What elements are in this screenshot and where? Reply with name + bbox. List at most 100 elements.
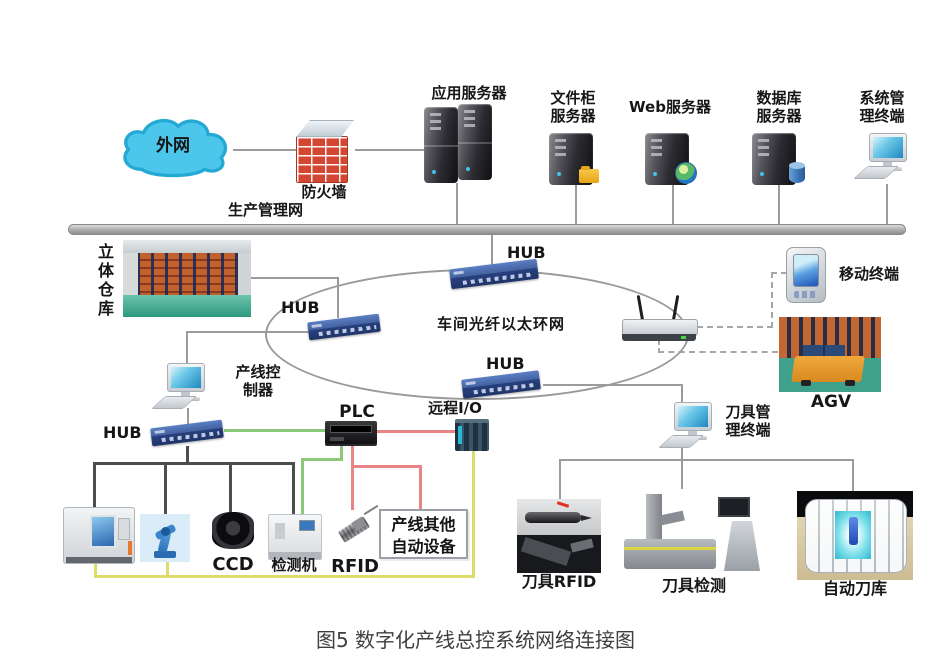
folder-icon <box>579 166 599 183</box>
cable-remoteio-yellow-v <box>472 447 475 578</box>
app-server-label: 应用服务器 <box>431 84 507 102</box>
web-server-icon <box>645 133 697 185</box>
cable-cloud-firewall <box>233 149 299 151</box>
cable-plc-otherbox-red <box>419 465 422 512</box>
system-terminal-label-line1: 系统管 <box>859 89 905 107</box>
tool-detect-label: 刀具检测 <box>661 576 726 595</box>
cable-firewall-appserver <box>355 149 425 151</box>
agv-label: AGV <box>810 392 852 412</box>
cable-bus-hubtop <box>491 233 493 265</box>
warehouse-label: 立体仓库 <box>95 243 114 319</box>
cable-plc-red-v1 <box>351 444 354 468</box>
cable-yellow-cnc <box>94 561 97 575</box>
line-controller-label: 产线控 制器 <box>224 363 292 399</box>
agv-photo <box>779 317 881 392</box>
firewall-icon <box>296 120 354 183</box>
cable-hubbottom-toolterm-v <box>681 384 683 405</box>
cable-dbserver-bus <box>778 184 780 224</box>
production-bus-label: 生产管理网 <box>228 201 304 219</box>
cable-detector-drop <box>292 462 295 517</box>
cable-plc-red-h <box>351 465 422 468</box>
cable-plc-detector-green <box>301 458 304 515</box>
wireless-router-mobile-h <box>697 326 773 328</box>
db-server-label-line2: 服务器 <box>756 106 802 125</box>
hub-bottom-label: HUB <box>486 354 525 373</box>
cable-hubbottom-toolterm-h <box>543 384 682 386</box>
tool-magazine-photo <box>797 491 913 580</box>
rfid-sensor-icon <box>331 505 379 555</box>
cable-ccd-drop <box>229 462 232 515</box>
mobile-terminal-icon <box>786 247 826 303</box>
ccd-camera-icon <box>212 512 254 552</box>
figure-caption: 图5 数字化产线总控系统网络连接图 <box>315 628 636 652</box>
cable-toolterm-branch <box>681 446 683 460</box>
tool-terminal-label-line1: 刀具管 <box>725 403 771 421</box>
cable-yellow-h <box>94 575 475 578</box>
wireless-router-mobile-v <box>771 272 773 328</box>
firewall-label: 防火墙 <box>301 183 347 201</box>
cable-fileserver-bus <box>575 184 577 224</box>
plc-icon <box>325 421 377 444</box>
cable-toolrfid-drop <box>559 459 561 500</box>
app-server-icon <box>424 104 496 184</box>
globe-icon <box>675 162 697 184</box>
cable-hubleft-controller-v <box>186 331 188 367</box>
system-terminal-label: 系统管 理终端 <box>848 89 916 125</box>
robot-arm-photo <box>140 514 190 562</box>
cable-appserver-bus <box>456 183 458 224</box>
cable-tooldetect-drop <box>681 459 683 490</box>
tool-terminal-label-line2: 理终端 <box>725 420 771 439</box>
db-server-label-line1: 数据库 <box>756 89 802 107</box>
external-network-cloud-icon <box>112 112 236 186</box>
production-management-bus <box>68 224 906 235</box>
cable-hub-devices-v <box>186 446 189 463</box>
cable-tool-branch-h <box>560 459 853 461</box>
system-terminal-icon <box>851 133 909 181</box>
cable-hub-plc-green <box>224 429 325 432</box>
other-devices-label-line1: 产线其他 <box>391 515 456 534</box>
wireless-router-agv-h <box>658 351 778 353</box>
cable-cnc-drop <box>93 462 96 512</box>
tool-detect-photo <box>616 489 766 576</box>
ccd-label: CCD <box>212 554 254 575</box>
tool-terminal-label: 刀具管 理终端 <box>715 403 781 439</box>
cable-hubleft-controller-h <box>186 331 308 333</box>
other-devices-box: 产线其他 自动设备 <box>379 509 468 559</box>
cable-plc-green-v1 <box>340 444 343 461</box>
hub-top-label: HUB <box>507 243 546 262</box>
cable-webserver-bus <box>672 184 674 224</box>
file-server-label-line1: 文件柜 <box>550 89 596 107</box>
wireless-mobile-stub <box>771 272 787 274</box>
remote-io-icon <box>455 419 489 451</box>
detector-machine-photo <box>268 514 322 560</box>
hub-bottomleft-label: HUB <box>103 423 142 442</box>
cable-plc-remoteio-red <box>377 430 456 433</box>
file-server-label-line2: 服务器 <box>550 106 596 125</box>
line-controller-label-line1: 产线控 <box>235 363 281 381</box>
other-devices-label-line2: 自动设备 <box>391 536 456 556</box>
cable-plc-rfid-red <box>351 465 354 510</box>
tool-magazine-label: 自动刀库 <box>822 579 887 598</box>
ring-label: 车间光纤以太环网 <box>437 315 566 333</box>
cable-systerminal-bus <box>886 184 888 224</box>
warehouse-photo <box>123 240 251 317</box>
line-controller-label-line2: 制器 <box>242 380 273 399</box>
hub-left-label: HUB <box>281 298 320 317</box>
db-server-icon <box>752 133 805 185</box>
db-server-label: 数据库 服务器 <box>745 89 813 125</box>
cable-plc-green-h <box>301 458 343 461</box>
remote-io-label: 远程I/O <box>428 399 482 417</box>
cnc-machine-photo <box>63 507 135 564</box>
file-server-icon <box>549 133 599 185</box>
hub-bottomleft-switch-icon <box>150 419 224 447</box>
cable-yellow-robot <box>166 561 169 575</box>
web-server-label: Web服务器 <box>629 98 711 116</box>
external-network-label: 外网 <box>156 136 190 156</box>
cable-hub-devices-h <box>93 462 294 465</box>
system-terminal-label-line2: 理终端 <box>859 106 905 125</box>
detector-label: 检测机 <box>271 556 317 574</box>
file-server-label: 文件柜 服务器 <box>542 89 604 125</box>
mobile-terminal-label: 移动终端 <box>838 265 899 283</box>
cable-warehouse-hubleft-h <box>251 277 339 279</box>
